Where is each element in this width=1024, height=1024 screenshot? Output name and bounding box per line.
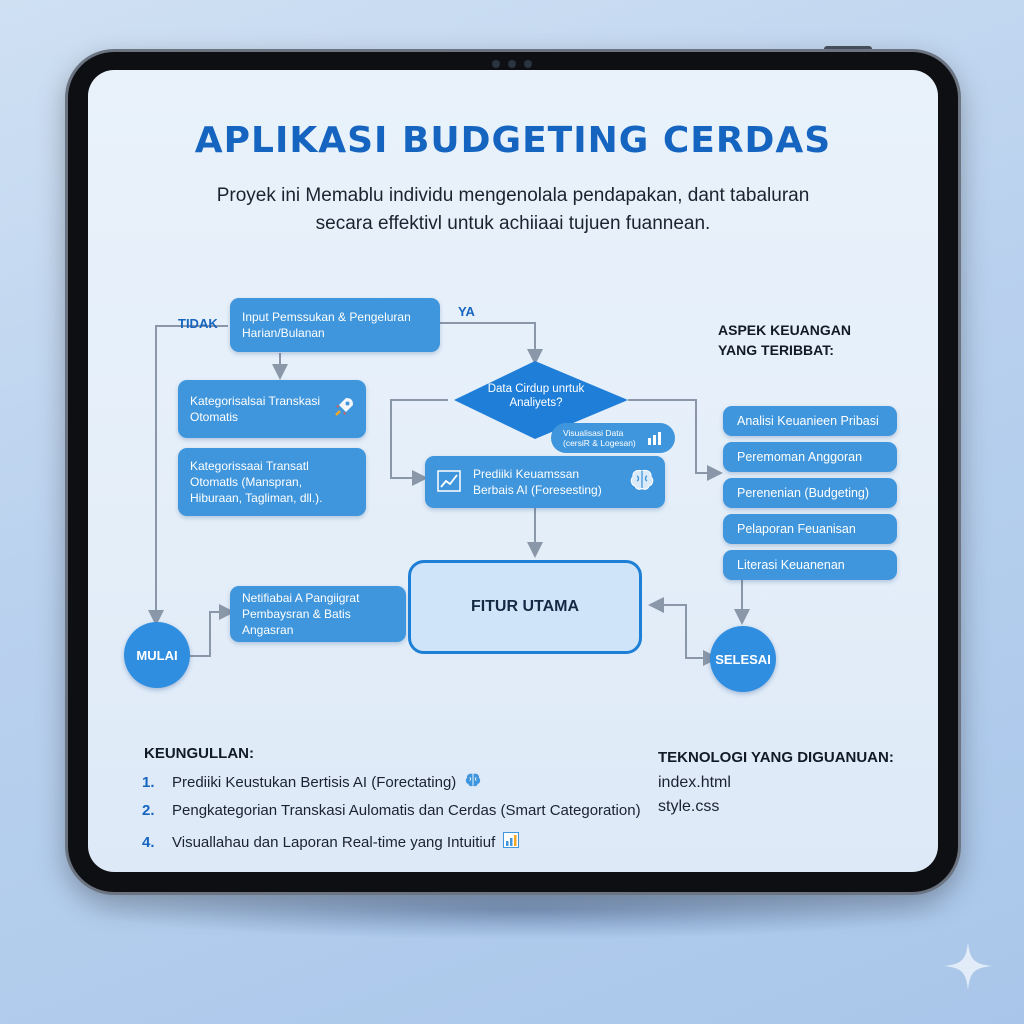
flow-connectors	[148, 322, 750, 666]
advantage-item: 4. Visuallahau dan Laporan Real-time yan…	[142, 832, 520, 852]
aspect-item[interactable]: Peremoman Anggoran	[723, 442, 897, 472]
start-node[interactable]: MULAI	[124, 622, 190, 688]
camera-icon	[492, 60, 500, 68]
connector-main-end	[652, 604, 719, 666]
chip-text: (cersiR & Logesan)	[563, 438, 636, 448]
brain-icon	[464, 772, 482, 792]
main-feature-box[interactable]: FITUR UTAMA	[408, 560, 642, 654]
technology-heading: TEKNOLOGI YANG DIGUANUAN:	[658, 749, 894, 766]
technology-item: style.css	[658, 798, 720, 815]
subtitle-line: Proyek ini Memablu individu mengenolala …	[216, 185, 810, 206]
decision-line: Analiyets?	[509, 397, 563, 409]
heading-line: YANG TERIBBAT:	[718, 342, 834, 358]
decision-diamond	[454, 361, 628, 439]
page-subtitle: Proyek ini Memablu individu mengenolala …	[178, 182, 848, 238]
decision-line: Data Cirdup unrtuk	[487, 383, 585, 395]
advantage-item: 1. Prediiki Keustukan Bertisis AI (Forec…	[142, 772, 482, 792]
decision-text: Data Cirdup unrtuk Analiyets?	[476, 382, 596, 410]
box-text: Prediiki Keuamssan	[473, 467, 580, 481]
heading-line: ASPEK KEUANGAN	[718, 322, 852, 338]
aspect-item[interactable]: Analisi Keuanieen Pribasi	[723, 406, 897, 436]
connector-decision-left	[390, 399, 448, 486]
box-text: Harian/Bulanan	[242, 326, 325, 340]
advantages-heading: KEUNGULLAN:	[144, 745, 254, 762]
box-text: Hiburaan, Tagliman, dll.).	[190, 491, 323, 505]
auto-categorize-box[interactable]: Kategorisalsai Transkasi Otomatis	[178, 380, 366, 438]
connector-start-notification	[188, 604, 235, 657]
box-text: Otomatis	[190, 410, 239, 424]
bar-chart-icon	[647, 431, 665, 447]
advantage-text: Pengkategorian Transkasi Aulomatis dan C…	[172, 802, 641, 819]
box-text: Pembaysran & Batis Angasran	[242, 607, 351, 637]
connector-decision-right	[628, 399, 723, 481]
advantage-number: 4.	[142, 833, 155, 851]
tablet-side-button	[824, 46, 872, 54]
box-text: Kategorissaai Transatl	[190, 459, 309, 473]
tablet-screen: APLIKASI BUDGETING CERDAS Proyek ini Mem…	[88, 70, 938, 872]
advantage-text: Visuallahau dan Laporan Real-time yang I…	[172, 833, 496, 851]
box-text: Netifiabai A Pangiigrat	[242, 591, 360, 605]
connector-tidak	[148, 325, 228, 626]
aspect-item[interactable]: Pelaporan Feuanisan	[723, 514, 897, 544]
bar-chart-icon	[503, 832, 520, 852]
trend-chart-icon	[437, 470, 461, 496]
notification-box[interactable]: Netifiabai A Pangiigrat Pembaysran & Bat…	[230, 586, 406, 642]
page-title: APLIKASI BUDGETING CERDAS	[194, 120, 832, 161]
aspect-item[interactable]: Perenenian (Budgeting)	[723, 478, 897, 508]
box-text: Input Pemssukan & Pengeluran	[242, 310, 411, 324]
advantage-number: 2.	[142, 802, 155, 819]
box-text: Otomatls (Manspran,	[190, 475, 303, 489]
sensor-icon	[508, 60, 516, 68]
rocket-icon	[332, 395, 356, 423]
chip-text: Visualisasi Data	[563, 428, 624, 438]
brain-icon	[629, 468, 655, 496]
advantage-text: Prediiki Keustukan Bertisis AI (Forectat…	[172, 773, 457, 791]
technology-item: index.html	[658, 774, 731, 791]
aspect-item[interactable]: Literasi Keuanenan	[723, 550, 897, 580]
label-ya: YA	[458, 304, 475, 319]
sparkle-icon	[942, 940, 994, 997]
sensor-icon	[524, 60, 532, 68]
box-text: Kategorisalsai Transkasi	[190, 394, 321, 408]
connector-ya	[440, 322, 543, 365]
visualization-chip[interactable]: Visualisasi Data (cersiR & Logesan)	[551, 423, 675, 453]
end-node[interactable]: SELESAI	[710, 626, 776, 692]
advantage-number: 1.	[142, 773, 155, 791]
ai-prediction-box[interactable]: Prediiki Keuamssan Berbais AI (Foresesti…	[425, 456, 665, 508]
aspects-heading: ASPEK KEUANGAN YANG TERIBBAT:	[718, 320, 851, 360]
input-income-expense-box[interactable]: Input Pemssukan & Pengeluran Harian/Bula…	[230, 298, 440, 352]
categorize-detail-box[interactable]: Kategorissaai Transatl Otomatls (Manspra…	[178, 448, 366, 516]
advantage-item: 2. Pengkategorian Transkasi Aulomatis da…	[142, 802, 641, 819]
label-tidak: TIDAK	[178, 316, 218, 331]
subtitle-line: secara effektivl untuk achiiaai tujuen f…	[315, 213, 711, 234]
box-text: Berbais AI (Foresesting)	[473, 483, 602, 497]
